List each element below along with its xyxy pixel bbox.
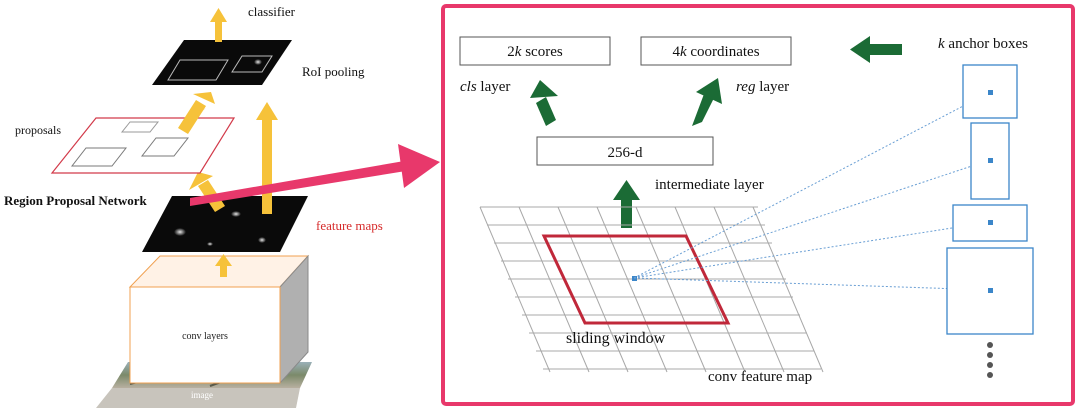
arrow-roi-to-classifier bbox=[210, 8, 227, 42]
anchor-box-1 bbox=[962, 64, 1018, 119]
roi-pooling-label: RoI pooling bbox=[302, 64, 365, 79]
feature-maps-label: feature maps bbox=[316, 218, 383, 233]
intermediate-box-label: 256-d bbox=[608, 145, 643, 161]
feature-maps-plane bbox=[142, 196, 308, 252]
proposals-label: proposals bbox=[15, 123, 61, 137]
proposals-plane bbox=[50, 117, 236, 174]
rpn-label: Region Proposal Network bbox=[4, 193, 148, 208]
image-label: image bbox=[191, 390, 213, 400]
arrow-window-to-intermediate bbox=[613, 180, 640, 228]
more-anchors-ellipsis bbox=[987, 342, 993, 378]
anchor-centers bbox=[988, 90, 993, 293]
arrow-proposals-to-roi bbox=[178, 92, 215, 134]
roi-pooling-plane bbox=[152, 40, 292, 85]
left-pipeline: image conv layers feature maps Region Pr… bbox=[4, 4, 383, 408]
conv-feature-map-grid bbox=[479, 206, 824, 373]
callout-arrow bbox=[190, 144, 440, 206]
conv-feature-map-label: conv feature map bbox=[708, 369, 812, 385]
anchor-connector-lines bbox=[633, 91, 991, 291]
conv-layers-label: conv layers bbox=[182, 331, 228, 342]
arrow-to-reg bbox=[692, 78, 722, 126]
conv-layers-box: conv layers bbox=[128, 254, 310, 385]
arrow-feature-maps-to-roi bbox=[256, 102, 278, 214]
cls-layer-label: cls layer bbox=[460, 79, 510, 95]
classifier-label: classifier bbox=[248, 4, 296, 19]
sliding-window-label: sliding window bbox=[566, 330, 666, 347]
cls-output-box bbox=[459, 36, 611, 66]
cls-output-label: 2k scores bbox=[507, 44, 563, 60]
reg-output-label: 4k coordinates bbox=[672, 44, 759, 60]
rpn-detail-frame bbox=[441, 4, 1075, 406]
rpn-detail: 2k scores 4k coordinates cls layer reg l… bbox=[459, 36, 1034, 385]
intermediate-box bbox=[536, 136, 714, 166]
sliding-window-outline bbox=[541, 234, 731, 325]
arrow-to-cls bbox=[530, 80, 558, 126]
intermediate-layer-label: intermediate layer bbox=[655, 177, 764, 193]
anchor-boxes-title: k anchor boxes bbox=[938, 36, 1028, 52]
arrow-anchors-to-outputs bbox=[850, 36, 902, 63]
reg-output-box bbox=[640, 36, 792, 66]
reg-layer-label: reg layer bbox=[736, 79, 789, 95]
arrow-conv-to-feature-maps bbox=[215, 254, 232, 277]
